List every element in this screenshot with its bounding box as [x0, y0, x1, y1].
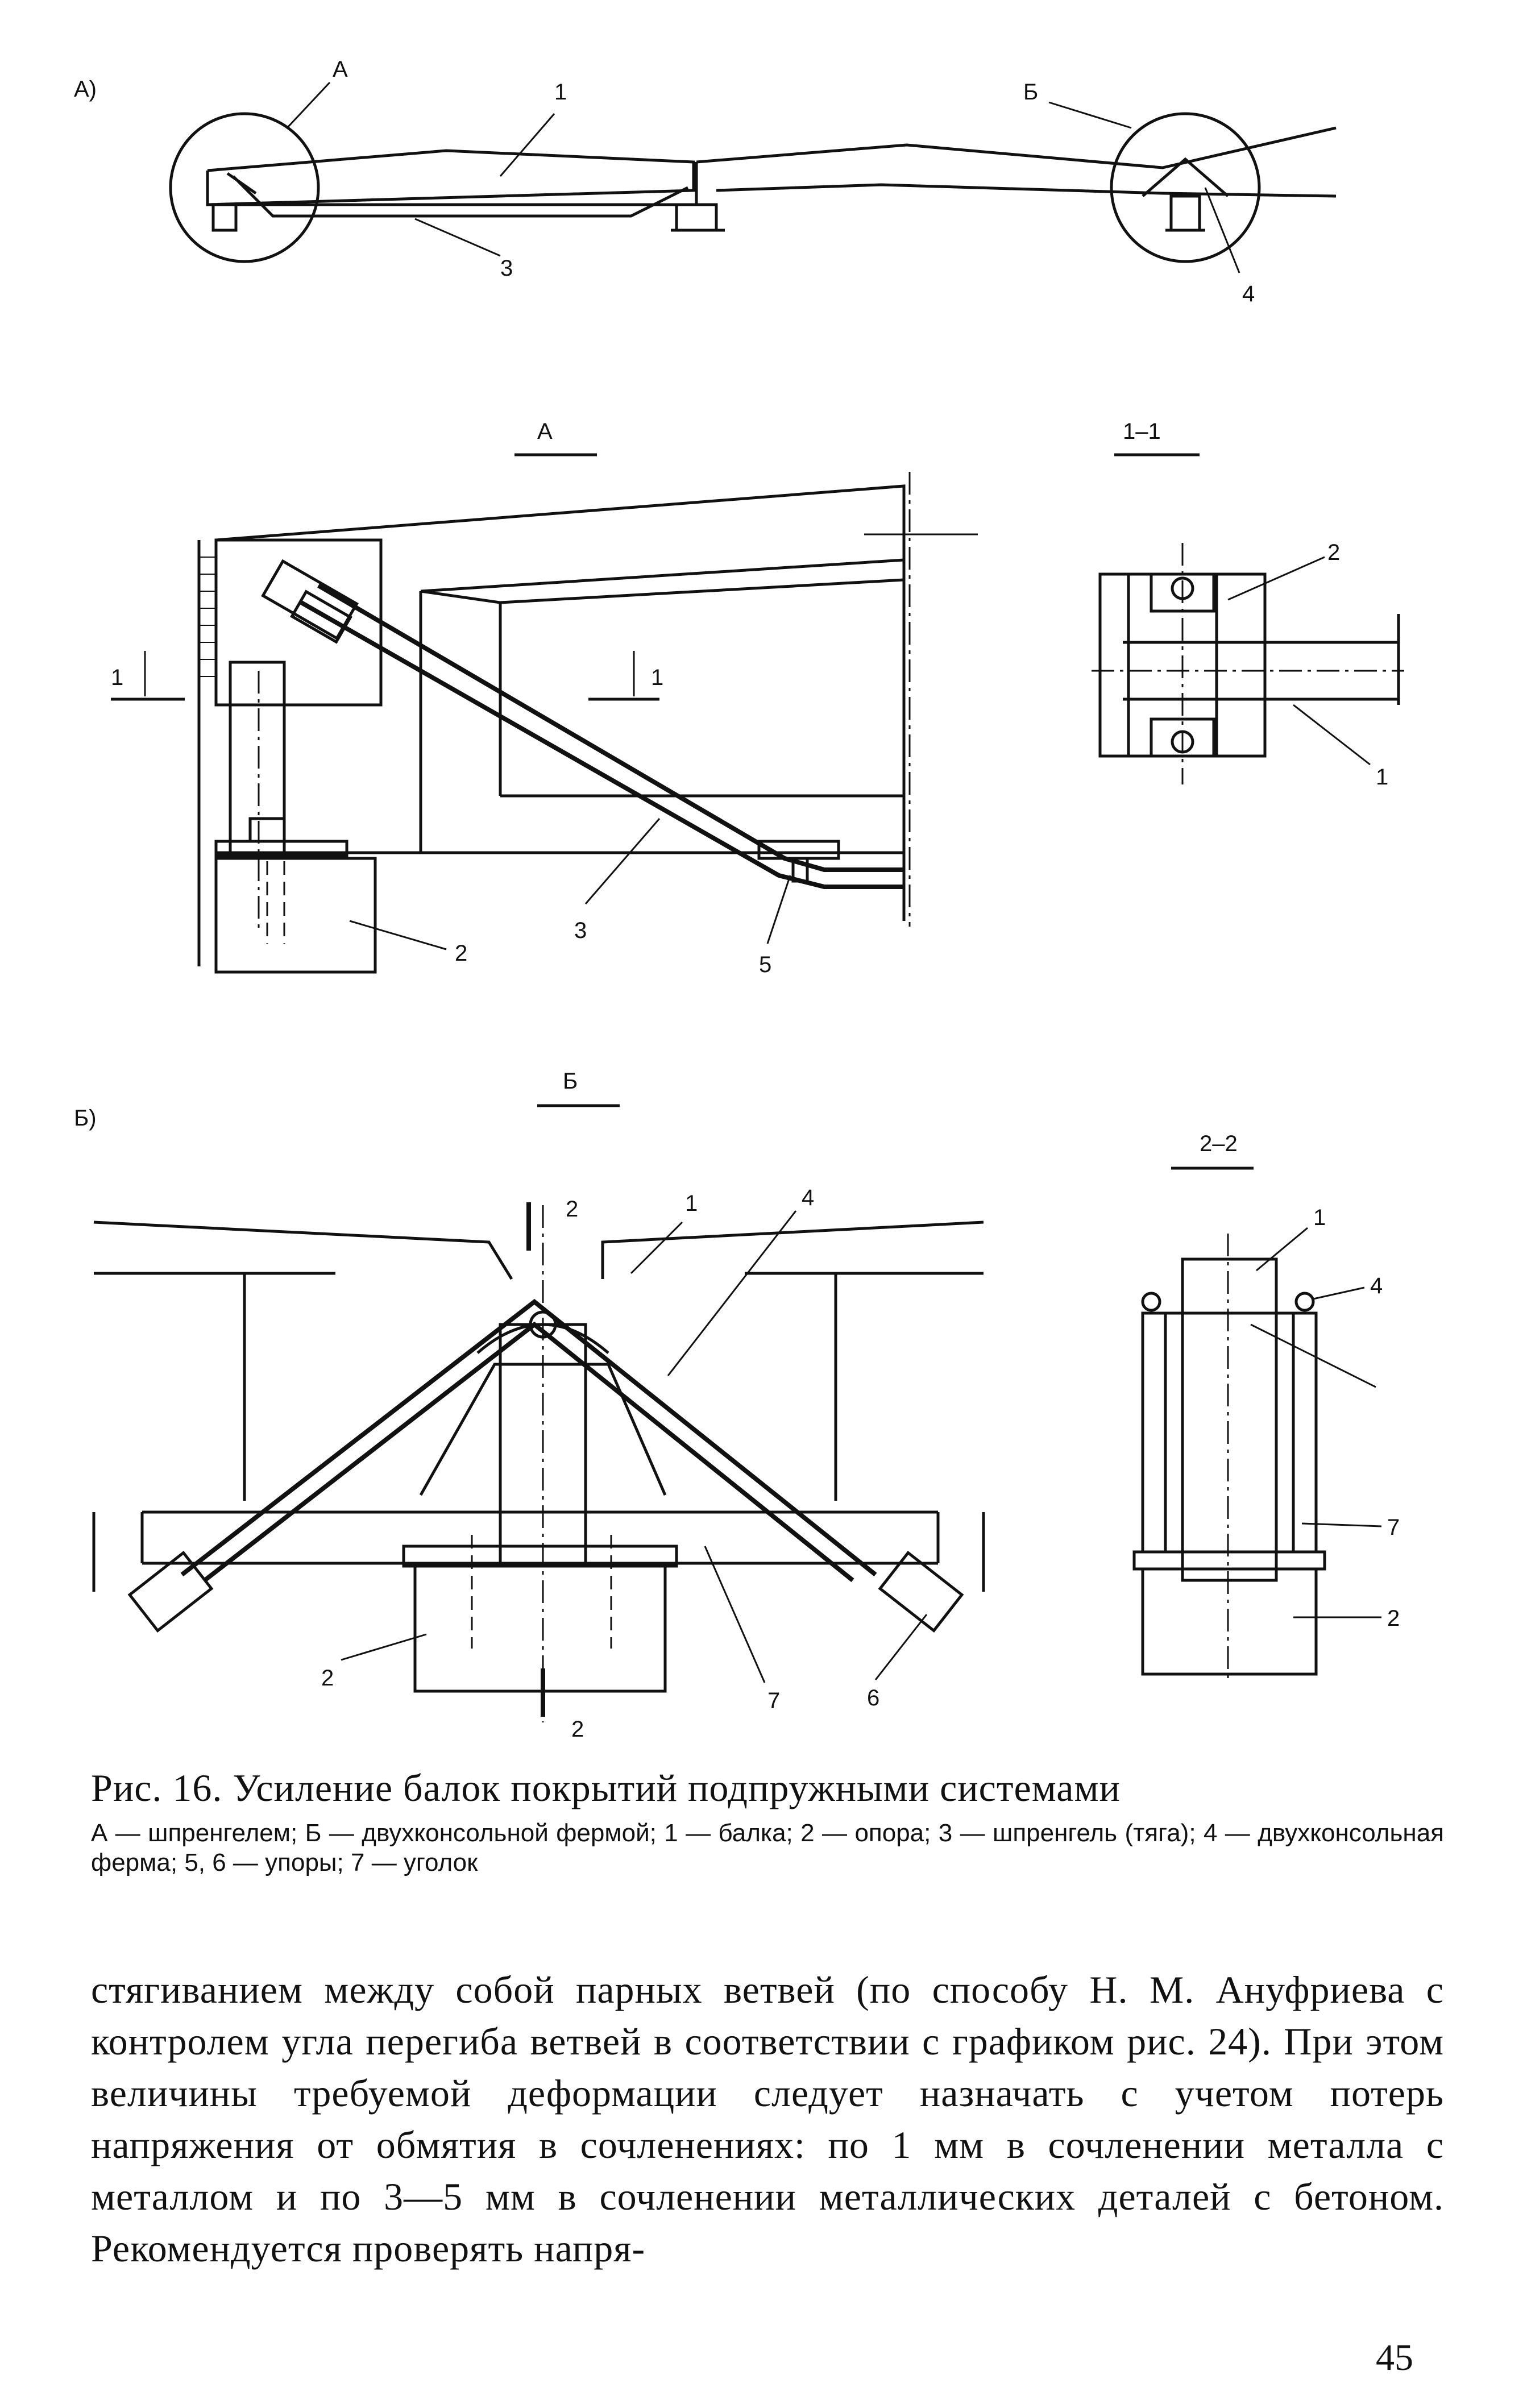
section-2-2-number-4: 4 — [1370, 1273, 1383, 1298]
detail-a-number-5: 5 — [759, 952, 771, 977]
section-mark-1-left: 1 — [111, 665, 123, 690]
callout-circle-a — [169, 112, 320, 263]
panel-a-label: А) — [74, 77, 97, 102]
detail-b-number-2: 2 — [321, 1666, 334, 1691]
section-2-2-number-2: 2 — [1387, 1606, 1400, 1631]
detail-b-number-4: 4 — [802, 1185, 814, 1210]
section-2-2-number-7: 7 — [1387, 1515, 1400, 1540]
detail-a-title: А — [537, 419, 553, 444]
figure-caption: Рис. 16. Усиление балок покрытий подпруж… — [91, 1765, 1444, 1878]
section-2-2-number-1: 1 — [1313, 1205, 1326, 1230]
detail-b-number-6: 6 — [867, 1685, 879, 1710]
figure-caption-legend: А — шпренгелем; Б — двухконсольной фермо… — [91, 1819, 1444, 1876]
detail-a-number-2: 2 — [455, 941, 467, 966]
overview-number-1: 1 — [554, 80, 567, 105]
section-1-1-title: 1–1 — [1123, 419, 1161, 444]
section-1-1-number-2: 2 — [1327, 540, 1340, 565]
overview-number-3: 3 — [500, 256, 513, 281]
detail-b-title: Б — [563, 1069, 578, 1094]
section-1-1-number-1: 1 — [1376, 765, 1388, 790]
section-2-2-drawing: 2–2 1 4 7 2 — [1132, 1131, 1400, 1683]
overview-number-4: 4 — [1242, 281, 1255, 306]
section-2-2-title: 2–2 — [1200, 1131, 1238, 1156]
detail-a-number-3: 3 — [574, 918, 587, 943]
detail-b-drawing: Б) Б 2 2 — [74, 1069, 985, 1742]
body-paragraph: стягиванием между собой парных ветвей (п… — [91, 1968, 1444, 2270]
section-mark-1-right: 1 — [651, 665, 663, 690]
detail-b-number-1: 1 — [685, 1191, 698, 1216]
section-1-1-drawing: 1–1 2 1 — [1092, 419, 1404, 790]
section-mark-2-top: 2 — [566, 1197, 578, 1222]
page-number: 45 — [1376, 2337, 1413, 2378]
figure-caption-title: Рис. 16. Усиление балок покрытий подпруж… — [91, 1766, 1121, 1809]
callout-b-label: Б — [1023, 80, 1038, 105]
callout-a-label: А — [333, 57, 348, 82]
panel-b-label: Б) — [74, 1106, 97, 1131]
section-mark-2-bottom: 2 — [571, 1717, 584, 1742]
callout-circle-b — [1110, 112, 1261, 263]
detail-b-number-7: 7 — [767, 1688, 780, 1713]
technical-drawing: А) А Б 1 3 4 А — [74, 57, 1404, 1742]
overview-drawing-a: А) А Б 1 3 4 — [74, 57, 1337, 306]
detail-a-drawing: А — [111, 419, 978, 977]
